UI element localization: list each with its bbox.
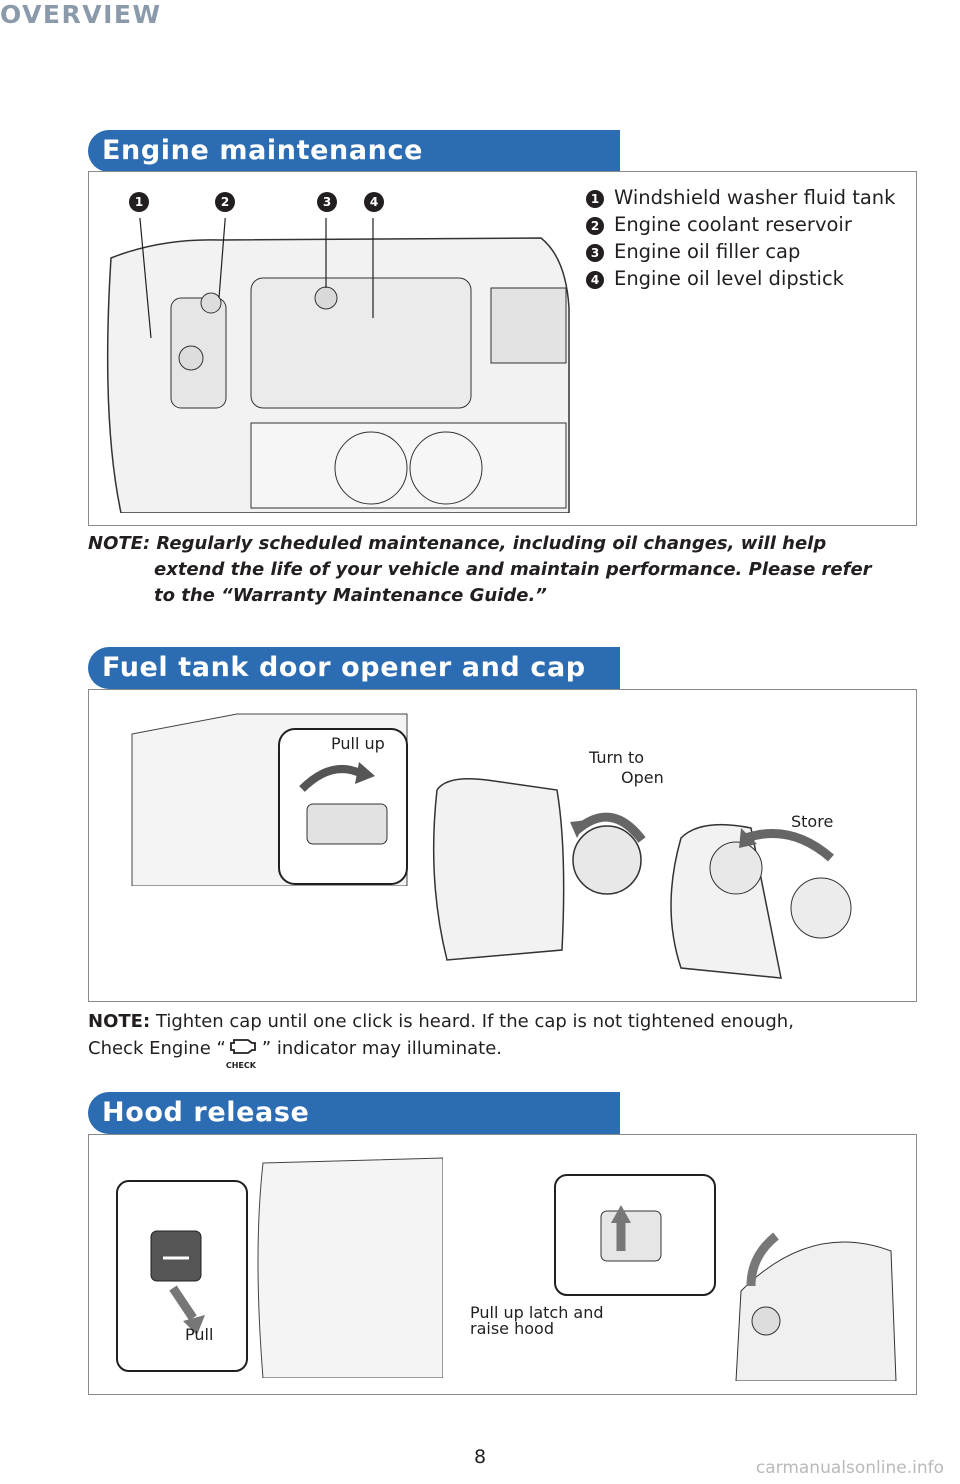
fuel-cap-open-illustration [432, 778, 646, 961]
note-line: to the “Warranty Maintenance Guide.” [154, 585, 547, 606]
fuel-cap-store-illustration [670, 823, 852, 979]
hood-release-title: Hood release [102, 1097, 310, 1128]
legend-item: 3 Engine oil filler cap [586, 240, 800, 263]
callout-4: 4 [364, 192, 384, 212]
section-heading: OVERVIEW [0, 0, 162, 29]
legend-item: 1 Windshield washer fluid tank [586, 186, 895, 209]
callout-1: 1 [129, 192, 149, 212]
store-label: Store [791, 812, 834, 831]
legend-label: Engine oil level dipstick [614, 267, 844, 290]
note-prefix: NOTE: [88, 533, 151, 554]
engine-note: NOTE: Regularly scheduled maintenance, i… [88, 531, 918, 609]
note-text: ” indicator may illuminate. [261, 1038, 503, 1059]
note-text: Tighten cap until one click is heard. If… [155, 1011, 794, 1032]
latch-label-line2: raise hood [470, 1319, 554, 1338]
legend-item: 4 Engine oil level dipstick [586, 267, 844, 290]
fuel-door-banner: Fuel tank door opener and cap [88, 647, 620, 689]
fuel-note: NOTE: Tighten cap until one click is hea… [88, 1008, 918, 1070]
hood-latch-illustration [554, 1174, 897, 1381]
legend-label: Engine coolant reservoir [614, 213, 852, 236]
note-prefix: NOTE: [88, 1011, 151, 1032]
latch-label-line1: Pull up latch and [470, 1303, 604, 1322]
hood-release-banner: Hood release [88, 1092, 620, 1134]
legend-label: Engine oil filler cap [614, 240, 801, 263]
callout-2: 2 [215, 192, 235, 212]
engine-bay-illustration [101, 218, 571, 513]
watermark: carmanualsonline.info [755, 1458, 944, 1478]
callout-3: 3 [317, 192, 337, 212]
page-number: 8 [473, 1446, 487, 1468]
engine-maintenance-banner: Engine maintenance [88, 130, 620, 172]
pull-up-label: Pull up [331, 734, 385, 753]
pull-label: Pull [185, 1325, 214, 1344]
fuel-opener-illustration [127, 704, 409, 886]
legend-number: 4 [586, 271, 604, 289]
note-text: Check Engine “ [88, 1038, 226, 1059]
hood-panel: Pull Pull up latch and raise hood [88, 1134, 917, 1395]
open-label: Open [621, 768, 664, 787]
hood-lever-illustration [116, 1157, 443, 1378]
legend-label: Windshield washer fluid tank [614, 186, 896, 209]
note-line: extend the life of your vehicle and main… [154, 559, 872, 580]
engine-maintenance-title: Engine maintenance [102, 135, 424, 166]
legend-number: 1 [586, 190, 604, 208]
legend-item: 2 Engine coolant reservoir [586, 213, 852, 236]
fuel-panel: Pull up Turn to Open Store [88, 689, 917, 1002]
check-engine-icon: CHECK [226, 1036, 262, 1070]
fuel-door-title: Fuel tank door opener and cap [102, 652, 586, 683]
check-icon-text: CHECK [225, 1061, 256, 1070]
legend-number: 3 [586, 244, 604, 262]
turn-to-label: Turn to [589, 748, 645, 767]
note-line: Regularly scheduled maintenance, includi… [156, 533, 827, 554]
legend-number: 2 [586, 217, 604, 235]
